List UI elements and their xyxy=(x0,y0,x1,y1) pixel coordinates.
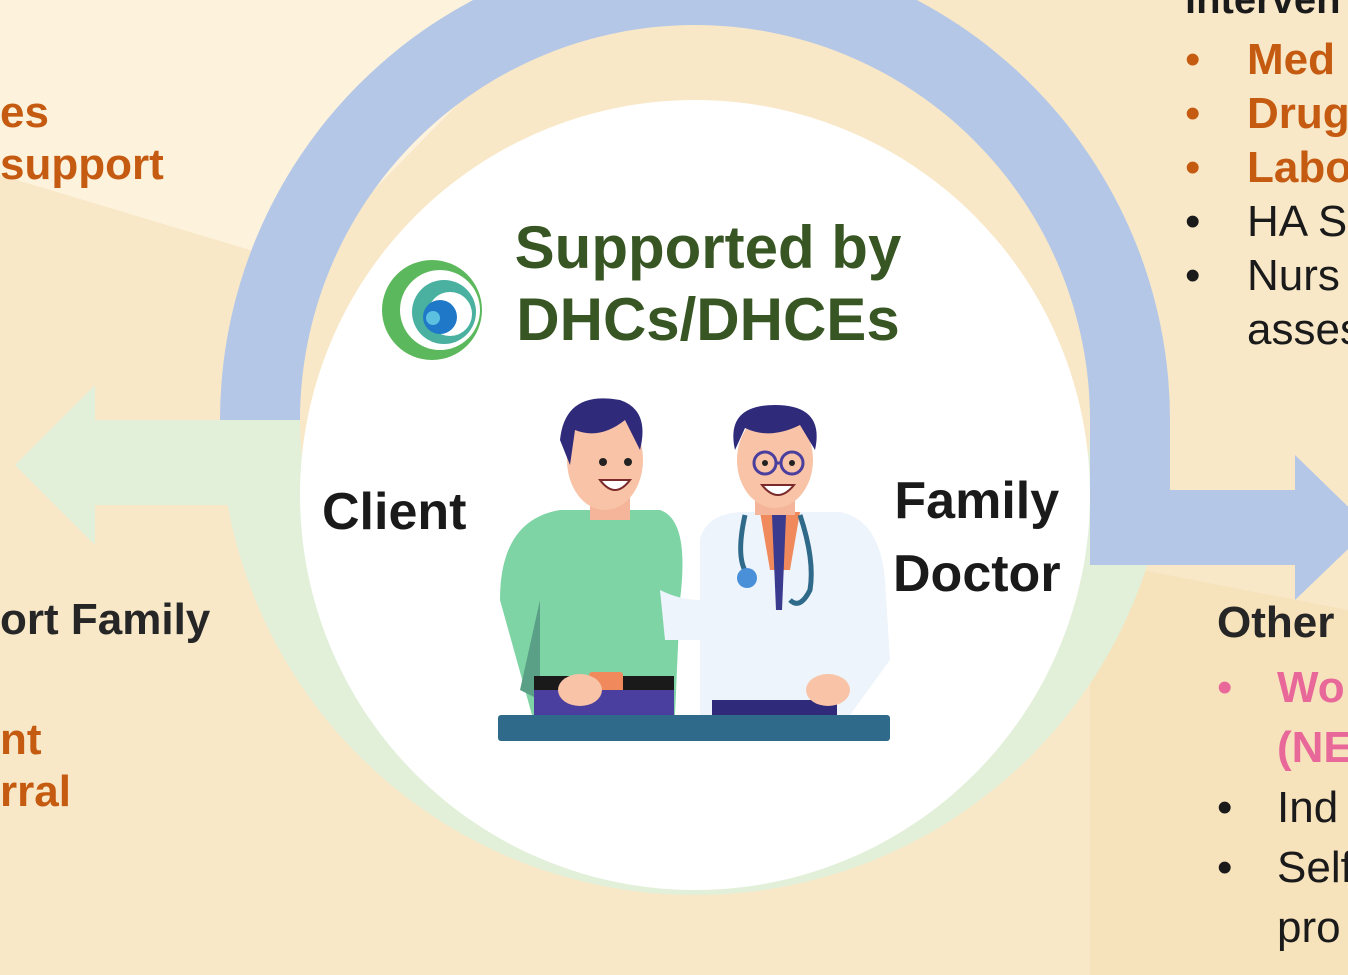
left-line-3: ort Family xyxy=(0,595,211,644)
blue-right-arrow xyxy=(1090,455,1348,600)
right-top-list: • Med • Drug • Labo • HA S • Nurs asses xyxy=(1185,33,1348,357)
bullet-icon: • xyxy=(1185,143,1201,192)
right-top-item-text: Med xyxy=(1247,35,1335,84)
doctor-illustration xyxy=(660,405,890,715)
left-line-2: support xyxy=(0,140,164,189)
doctor-label: Family Doctor xyxy=(893,465,1061,611)
bullet-icon: • xyxy=(1185,251,1201,300)
bullet-icon: • xyxy=(1185,89,1201,138)
right-top-item-text: Nurs xyxy=(1247,251,1340,300)
client-label: Client xyxy=(322,483,467,541)
right-bottom-list: • Wo (NE • Ind • Self pro xyxy=(1217,658,1348,958)
right-top-item: • Med xyxy=(1185,33,1348,87)
right-top-heading: interven xyxy=(1185,0,1341,22)
bullet-icon: • xyxy=(1217,663,1233,712)
right-bottom-item-text: Self xyxy=(1277,843,1348,892)
right-bottom-shade xyxy=(1090,560,1348,975)
right-top-item: • Drug xyxy=(1185,87,1348,141)
right-bottom-item-continuation: (NE xyxy=(1217,718,1348,778)
bullet-icon: • xyxy=(1217,783,1233,832)
left-line-4: nt xyxy=(0,715,42,764)
right-bottom-item-text: Ind xyxy=(1277,783,1339,832)
right-bottom-item: • Wo xyxy=(1217,658,1348,718)
center-title-line2: DHCs/DHCEs xyxy=(516,286,900,353)
bullet-icon: • xyxy=(1185,35,1201,84)
center-circle xyxy=(300,100,1090,890)
green-left-arrow xyxy=(15,385,300,545)
right-top-item: • Nurs xyxy=(1185,249,1348,303)
right-bottom-heading: Other xyxy=(1217,598,1335,647)
right-top-item-continuation-text: asses xyxy=(1247,305,1348,354)
right-top-item-text: Drug xyxy=(1247,89,1348,138)
left-line-1: es xyxy=(0,88,49,137)
right-top-item: • Labo xyxy=(1185,141,1348,195)
doctor-label-line2: Doctor xyxy=(893,544,1061,603)
client-illustration xyxy=(500,398,683,715)
doctor-label-line1: Family xyxy=(894,472,1060,530)
center-title-line1: Supported by xyxy=(514,214,902,281)
bullet-icon: • xyxy=(1217,843,1233,892)
right-top-item-text: HA S xyxy=(1247,197,1348,246)
counter-desk xyxy=(498,715,890,741)
right-bottom-item-text: Wo xyxy=(1277,663,1345,712)
right-bottom-item: • Ind xyxy=(1217,778,1348,838)
right-bottom-item-continuation-text: pro xyxy=(1277,903,1341,952)
right-top-item-continuation: asses xyxy=(1185,303,1348,357)
right-top-item-text: Labo xyxy=(1247,143,1348,192)
dhc-logo-icon xyxy=(382,260,482,360)
left-line-5: rral xyxy=(0,767,71,816)
bullet-icon: • xyxy=(1185,197,1201,246)
right-bottom-item-continuation-text: (NE xyxy=(1277,723,1348,772)
right-bottom-item-continuation: pro xyxy=(1217,898,1348,958)
right-bottom-item: • Self xyxy=(1217,838,1348,898)
center-title: Supported by DHCs/DHCEs xyxy=(498,212,918,356)
right-top-item: • HA S xyxy=(1185,195,1348,249)
